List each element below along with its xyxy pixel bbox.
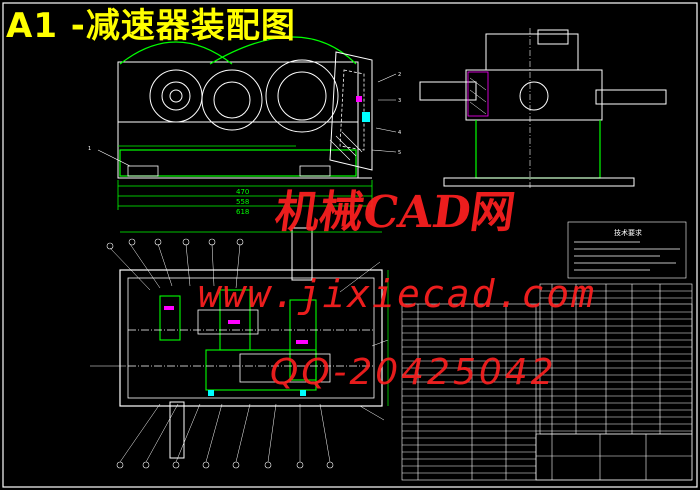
front-view: 1 2 3 4 5 (88, 36, 401, 210)
dimension-618: 618 (236, 208, 249, 216)
watermark-qq: QQ-20425042 (270, 352, 557, 393)
tech-requirements-title: 技术要求 (614, 228, 642, 237)
section-view (90, 227, 389, 469)
svg-text:1: 1 (88, 146, 91, 152)
svg-text:2: 2 (398, 72, 401, 78)
svg-text:5: 5 (398, 150, 401, 156)
bom-table (401, 283, 693, 481)
svg-text:3: 3 (398, 98, 401, 104)
svg-text:4: 4 (398, 130, 401, 136)
drawing-title: A1 -减速器装配图 (6, 6, 296, 46)
dimension-558: 558 (236, 198, 249, 206)
dimension-470: 470 (236, 188, 249, 196)
side-view (419, 28, 667, 190)
tech-requirements (567, 221, 687, 279)
watermark-url: www.jixiecad.com (198, 272, 597, 316)
watermark-site-name: 机械CAD网 (271, 187, 519, 238)
